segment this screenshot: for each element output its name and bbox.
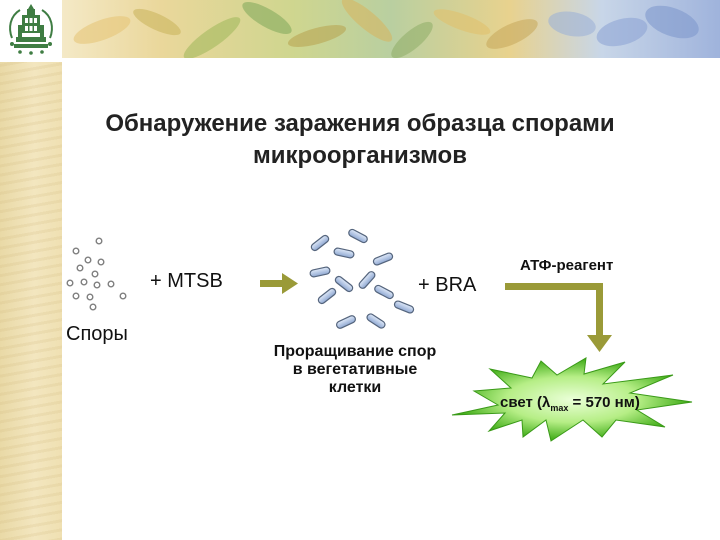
- vegetative-cell: [333, 247, 354, 258]
- vegetative-cell: [310, 234, 330, 252]
- germination-caption: Проращивание спор в вегетативные клетки: [272, 343, 438, 397]
- spore: [96, 238, 102, 244]
- arrow-atp-reagent: [505, 283, 612, 352]
- spore: [87, 294, 93, 300]
- spore: [120, 293, 126, 299]
- spore: [92, 271, 98, 277]
- spore-cluster: [67, 238, 126, 310]
- atp-reagent-label: АТФ-реагент: [520, 257, 613, 274]
- vegetative-cell: [393, 300, 414, 314]
- spores-label: Споры: [66, 323, 128, 346]
- spore: [67, 280, 73, 286]
- vegetative-cell: [366, 313, 387, 330]
- spore: [85, 257, 91, 263]
- vegetative-cell: [334, 275, 354, 293]
- spore: [77, 265, 83, 271]
- spore: [73, 293, 79, 299]
- vegetative-cell: [374, 284, 395, 300]
- vegetative-cells: [309, 228, 414, 329]
- burst-suffix: = 570 нм): [568, 394, 639, 411]
- spore: [98, 259, 104, 265]
- mtsb-label: + MTSB: [150, 270, 223, 293]
- vegetative-cell: [309, 266, 330, 277]
- vegetative-cell: [317, 287, 337, 305]
- spore: [81, 279, 87, 285]
- lambda-subscript: max: [550, 403, 568, 413]
- vegetative-cell: [348, 228, 369, 244]
- bra-label: + BRA: [418, 274, 476, 297]
- spore: [73, 248, 79, 254]
- spore: [90, 304, 96, 310]
- vegetative-cell: [372, 252, 393, 266]
- spore: [94, 282, 100, 288]
- arrow-mtsb: [260, 273, 298, 294]
- light-emission-label: свет (λmax = 570 нм): [500, 394, 640, 413]
- vegetative-cell: [335, 315, 356, 330]
- spore: [108, 281, 114, 287]
- vegetative-cell: [358, 270, 377, 290]
- burst-prefix: свет (: [500, 394, 542, 411]
